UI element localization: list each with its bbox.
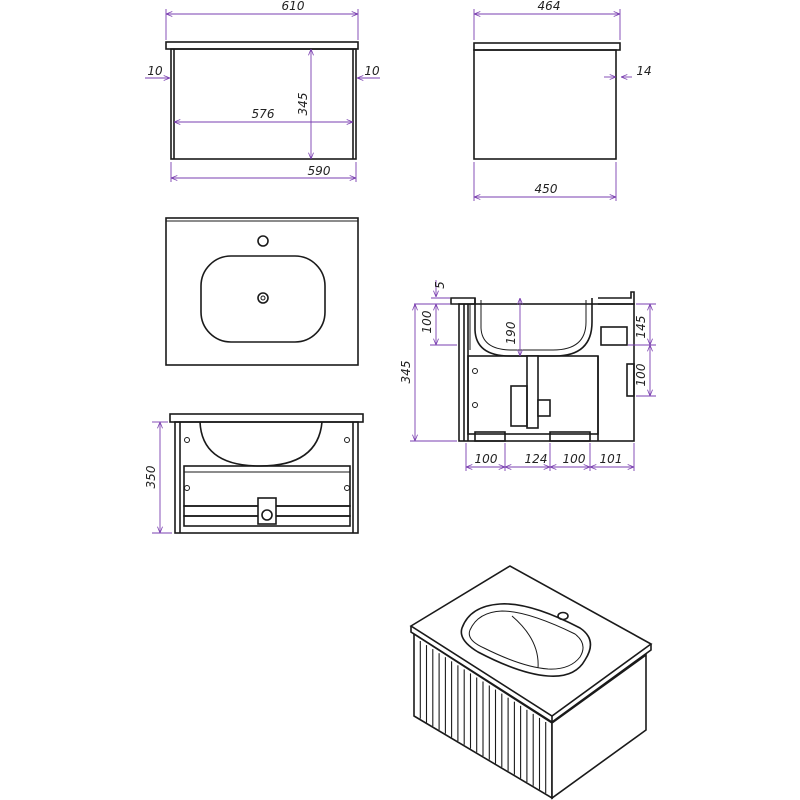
section-foot-left bbox=[474, 431, 506, 442]
dim-label-14: 14 bbox=[636, 64, 651, 78]
back-basin-bowl bbox=[199, 421, 323, 467]
bolt-icon bbox=[472, 368, 478, 374]
bolt-icon bbox=[472, 402, 478, 408]
wall-bracket-lower bbox=[626, 363, 635, 397]
section-basin-bowl bbox=[474, 298, 593, 357]
dim-label-345-section: 345 bbox=[399, 361, 413, 384]
front-view: 610 10 10 576 345 590 bbox=[145, 0, 380, 182]
dim-label-5: 5 bbox=[433, 281, 447, 289]
dim-label-345-front: 345 bbox=[296, 93, 310, 116]
isometric-view bbox=[409, 565, 653, 800]
dim-label-576: 576 bbox=[252, 107, 275, 121]
siphon-outlet-icon bbox=[261, 509, 273, 521]
dim-label-bottom-1: 100 bbox=[475, 452, 498, 466]
dim-label-100-upper: 100 bbox=[420, 310, 434, 333]
tap-hole-icon bbox=[257, 235, 269, 247]
section-foot-right bbox=[549, 431, 591, 442]
bolt-icon bbox=[344, 437, 350, 443]
iso-cabinet-side bbox=[551, 653, 647, 800]
side-view: 464 14 450 bbox=[473, 0, 652, 201]
dim-label-190: 190 bbox=[504, 321, 518, 344]
side-cabinet-body bbox=[473, 49, 617, 160]
section-drain-pipe bbox=[526, 355, 539, 429]
back-view: 350 bbox=[144, 413, 364, 534]
back-countertop bbox=[169, 413, 364, 423]
iso-groove-lines bbox=[419, 641, 547, 794]
dim-label-610: 610 bbox=[282, 0, 305, 13]
dim-label-10-left: 10 bbox=[147, 64, 163, 78]
dim-label-10-right: 10 bbox=[364, 64, 380, 78]
drain-inner-icon bbox=[260, 295, 266, 301]
bolt-icon bbox=[344, 485, 350, 491]
siphon-trap bbox=[537, 399, 551, 417]
section-siphon-body bbox=[510, 385, 528, 427]
iso-tap-hole-icon bbox=[557, 611, 569, 621]
section-cabinet-body bbox=[458, 303, 635, 442]
bolt-icon bbox=[184, 437, 190, 443]
bolt-icon bbox=[184, 485, 190, 491]
front-countertop bbox=[165, 41, 359, 50]
top-countertop-outline bbox=[165, 217, 359, 366]
dim-label-350: 350 bbox=[144, 465, 158, 488]
front-cabinet-body bbox=[170, 48, 357, 160]
iso-basin-outer bbox=[460, 603, 592, 677]
section-countertop bbox=[450, 291, 635, 305]
section-bowl-inner bbox=[480, 300, 587, 351]
top-view bbox=[165, 217, 359, 366]
side-countertop bbox=[473, 42, 621, 51]
dim-label-bottom-3: 100 bbox=[563, 452, 586, 466]
dim-label-bottom-4: 101 bbox=[600, 452, 623, 466]
dim-label-bottom-2: 124 bbox=[525, 452, 548, 466]
dim-label-590: 590 bbox=[308, 164, 331, 178]
dim-label-450: 450 bbox=[535, 182, 558, 196]
dim-label-100-right: 100 bbox=[634, 363, 648, 386]
iso-countertop-right-edge bbox=[551, 644, 652, 723]
drain-icon bbox=[257, 292, 269, 304]
top-basin-bowl bbox=[200, 255, 326, 343]
dim-label-145: 145 bbox=[634, 316, 648, 339]
back-cabinet-body bbox=[174, 421, 359, 534]
wall-bracket-upper bbox=[600, 326, 628, 346]
dim-label-464: 464 bbox=[538, 0, 561, 13]
iso-basin-inner bbox=[468, 610, 584, 670]
section-view: 5 100 345 190 145 100 100 124 10 bbox=[399, 280, 656, 471]
iso-basin-shading bbox=[511, 615, 539, 669]
